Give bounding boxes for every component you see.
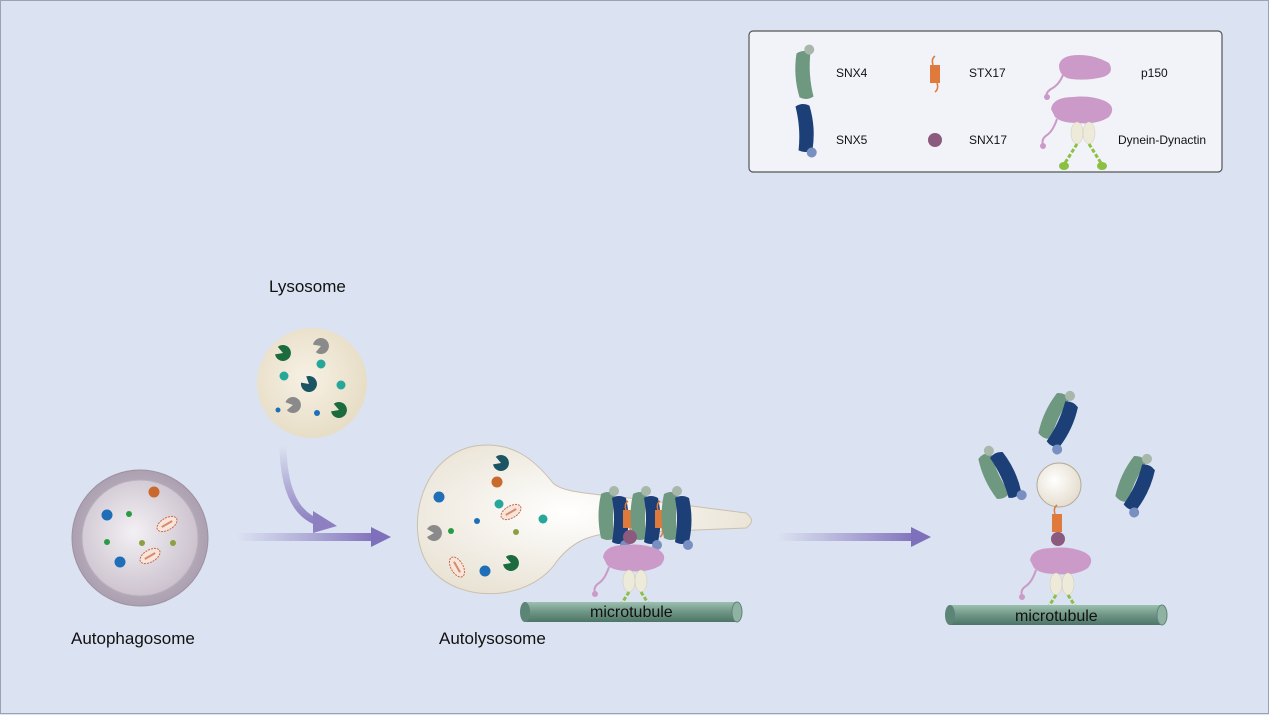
microtubule-right: microtubule xyxy=(945,604,1168,626)
legend: SNX4 STX17 p150 SNX5 SNX17 Dynein-Dynact… xyxy=(748,30,1223,173)
transport-arrow xyxy=(777,527,931,547)
fusion-arrow xyxy=(237,527,391,547)
legend-label-snx5: SNX5 xyxy=(836,133,868,147)
microtubule-right-label: microtubule xyxy=(1015,608,1098,625)
legend-label-dynein-dynactin: Dynein-Dynactin xyxy=(1118,133,1206,147)
lysosome-label: Lysosome xyxy=(269,277,346,296)
autophagosome: Autophagosome xyxy=(71,469,209,648)
recycled-vesicle-group xyxy=(972,384,1160,623)
legend-label-p150: p150 xyxy=(1141,66,1168,80)
p150-icon xyxy=(1044,55,1111,100)
recycled-vesicle xyxy=(1036,462,1082,508)
autolysosome: Autolysosome xyxy=(417,444,752,648)
autolysosome-contents xyxy=(427,453,548,578)
microtubule-left: microtubule xyxy=(520,601,743,623)
legend-label-snx4: SNX4 xyxy=(836,66,868,80)
legend-box xyxy=(748,30,1223,173)
microtubule-left-label: microtubule xyxy=(590,604,673,621)
autolysosome-label: Autolysosome xyxy=(439,629,546,648)
legend-label-snx17: SNX17 xyxy=(969,133,1007,147)
lysosome-contents xyxy=(273,335,350,421)
legend-label-stx17: STX17 xyxy=(969,66,1006,80)
lysosome: Lysosome xyxy=(257,277,367,438)
snx17-icon xyxy=(928,133,942,147)
lysosome-arrow xyxy=(279,445,337,533)
autophagosome-label: Autophagosome xyxy=(71,629,195,648)
